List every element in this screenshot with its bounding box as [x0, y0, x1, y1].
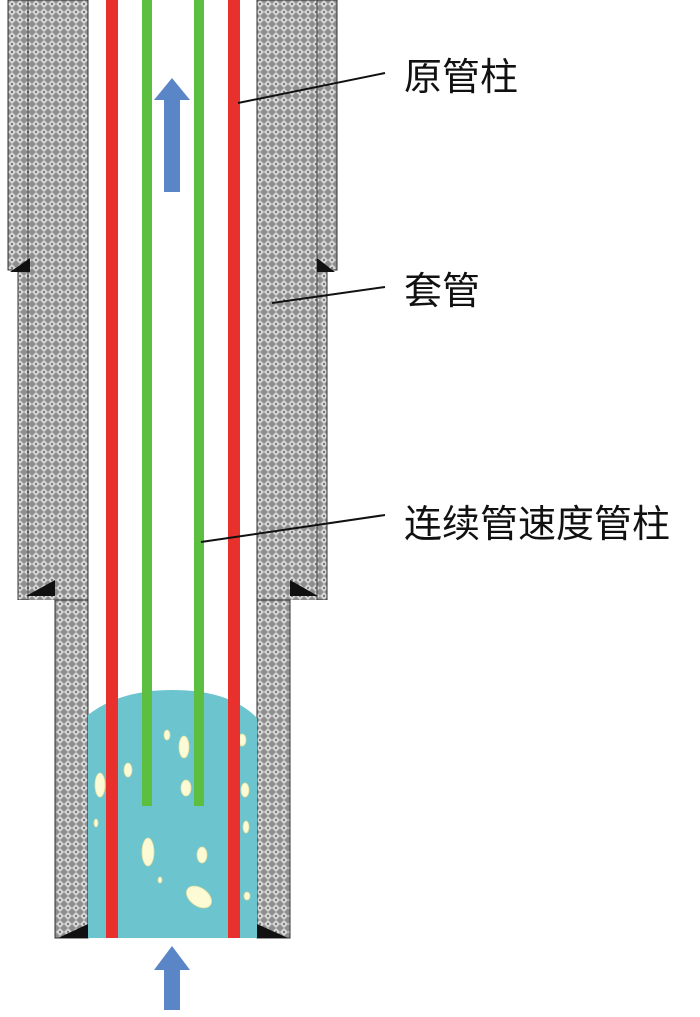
- bubble: [93, 818, 99, 828]
- casing-left-upper-outer: [7, 0, 29, 271]
- arrow-up-icon: [154, 946, 190, 1010]
- leader-line-velocity-string: [200, 514, 386, 543]
- label-casing: 套管: [404, 269, 481, 313]
- bubble: [163, 729, 171, 741]
- casing-right-lower: [256, 599, 291, 939]
- casing-left-lower-redraw: [54, 599, 89, 939]
- bubble: [240, 782, 250, 798]
- bubble: [186, 885, 212, 909]
- bubble: [157, 876, 163, 884]
- bubble: [180, 779, 192, 797]
- bubble: [178, 735, 190, 759]
- label-velocity-string: 连续管速度管柱: [404, 502, 671, 546]
- gas-bubbles: [93, 729, 251, 909]
- original-tubing-right-wall: [228, 0, 240, 938]
- upward-flow-arrow: [154, 78, 190, 192]
- casing-left-middle: [17, 269, 29, 601]
- liquid-column: [88, 690, 257, 938]
- casing-shoe-right-1: [317, 258, 335, 272]
- bubble: [242, 820, 250, 834]
- casing: [7, 0, 338, 940]
- bubble: [243, 891, 251, 901]
- casing-left-lower-mask: [15, 600, 55, 940]
- velocity-string-right-wall: [194, 0, 204, 806]
- casing-right-lower-mask: [290, 600, 330, 940]
- leader-lines: [200, 72, 386, 543]
- velocity-string-left-wall: [142, 0, 152, 806]
- bubble: [196, 846, 208, 864]
- arrow-up-icon: [154, 78, 190, 192]
- label-original-tubing: 原管柱: [404, 55, 519, 99]
- inflow-arrow: [154, 946, 190, 1010]
- casing-shoe-left-3: [58, 924, 88, 938]
- casing-shoe-left-1: [10, 258, 30, 272]
- velocity-string: [142, 0, 204, 806]
- bubble: [141, 837, 155, 867]
- bubble: [123, 762, 133, 778]
- leader-line-original-tubing: [237, 72, 386, 104]
- leader-line-casing: [271, 286, 386, 304]
- bubble: [94, 772, 106, 798]
- casing-shoe-right-2: [290, 580, 318, 596]
- liquid-body: [88, 690, 257, 938]
- casing-right-upper-outer: [316, 0, 338, 271]
- casing-shoe-left-2: [26, 580, 55, 596]
- casing-shoe-right-3: [257, 924, 288, 938]
- casing-right-middle: [316, 269, 328, 601]
- original-tubing: [106, 0, 240, 938]
- original-tubing-left-wall: [106, 0, 118, 938]
